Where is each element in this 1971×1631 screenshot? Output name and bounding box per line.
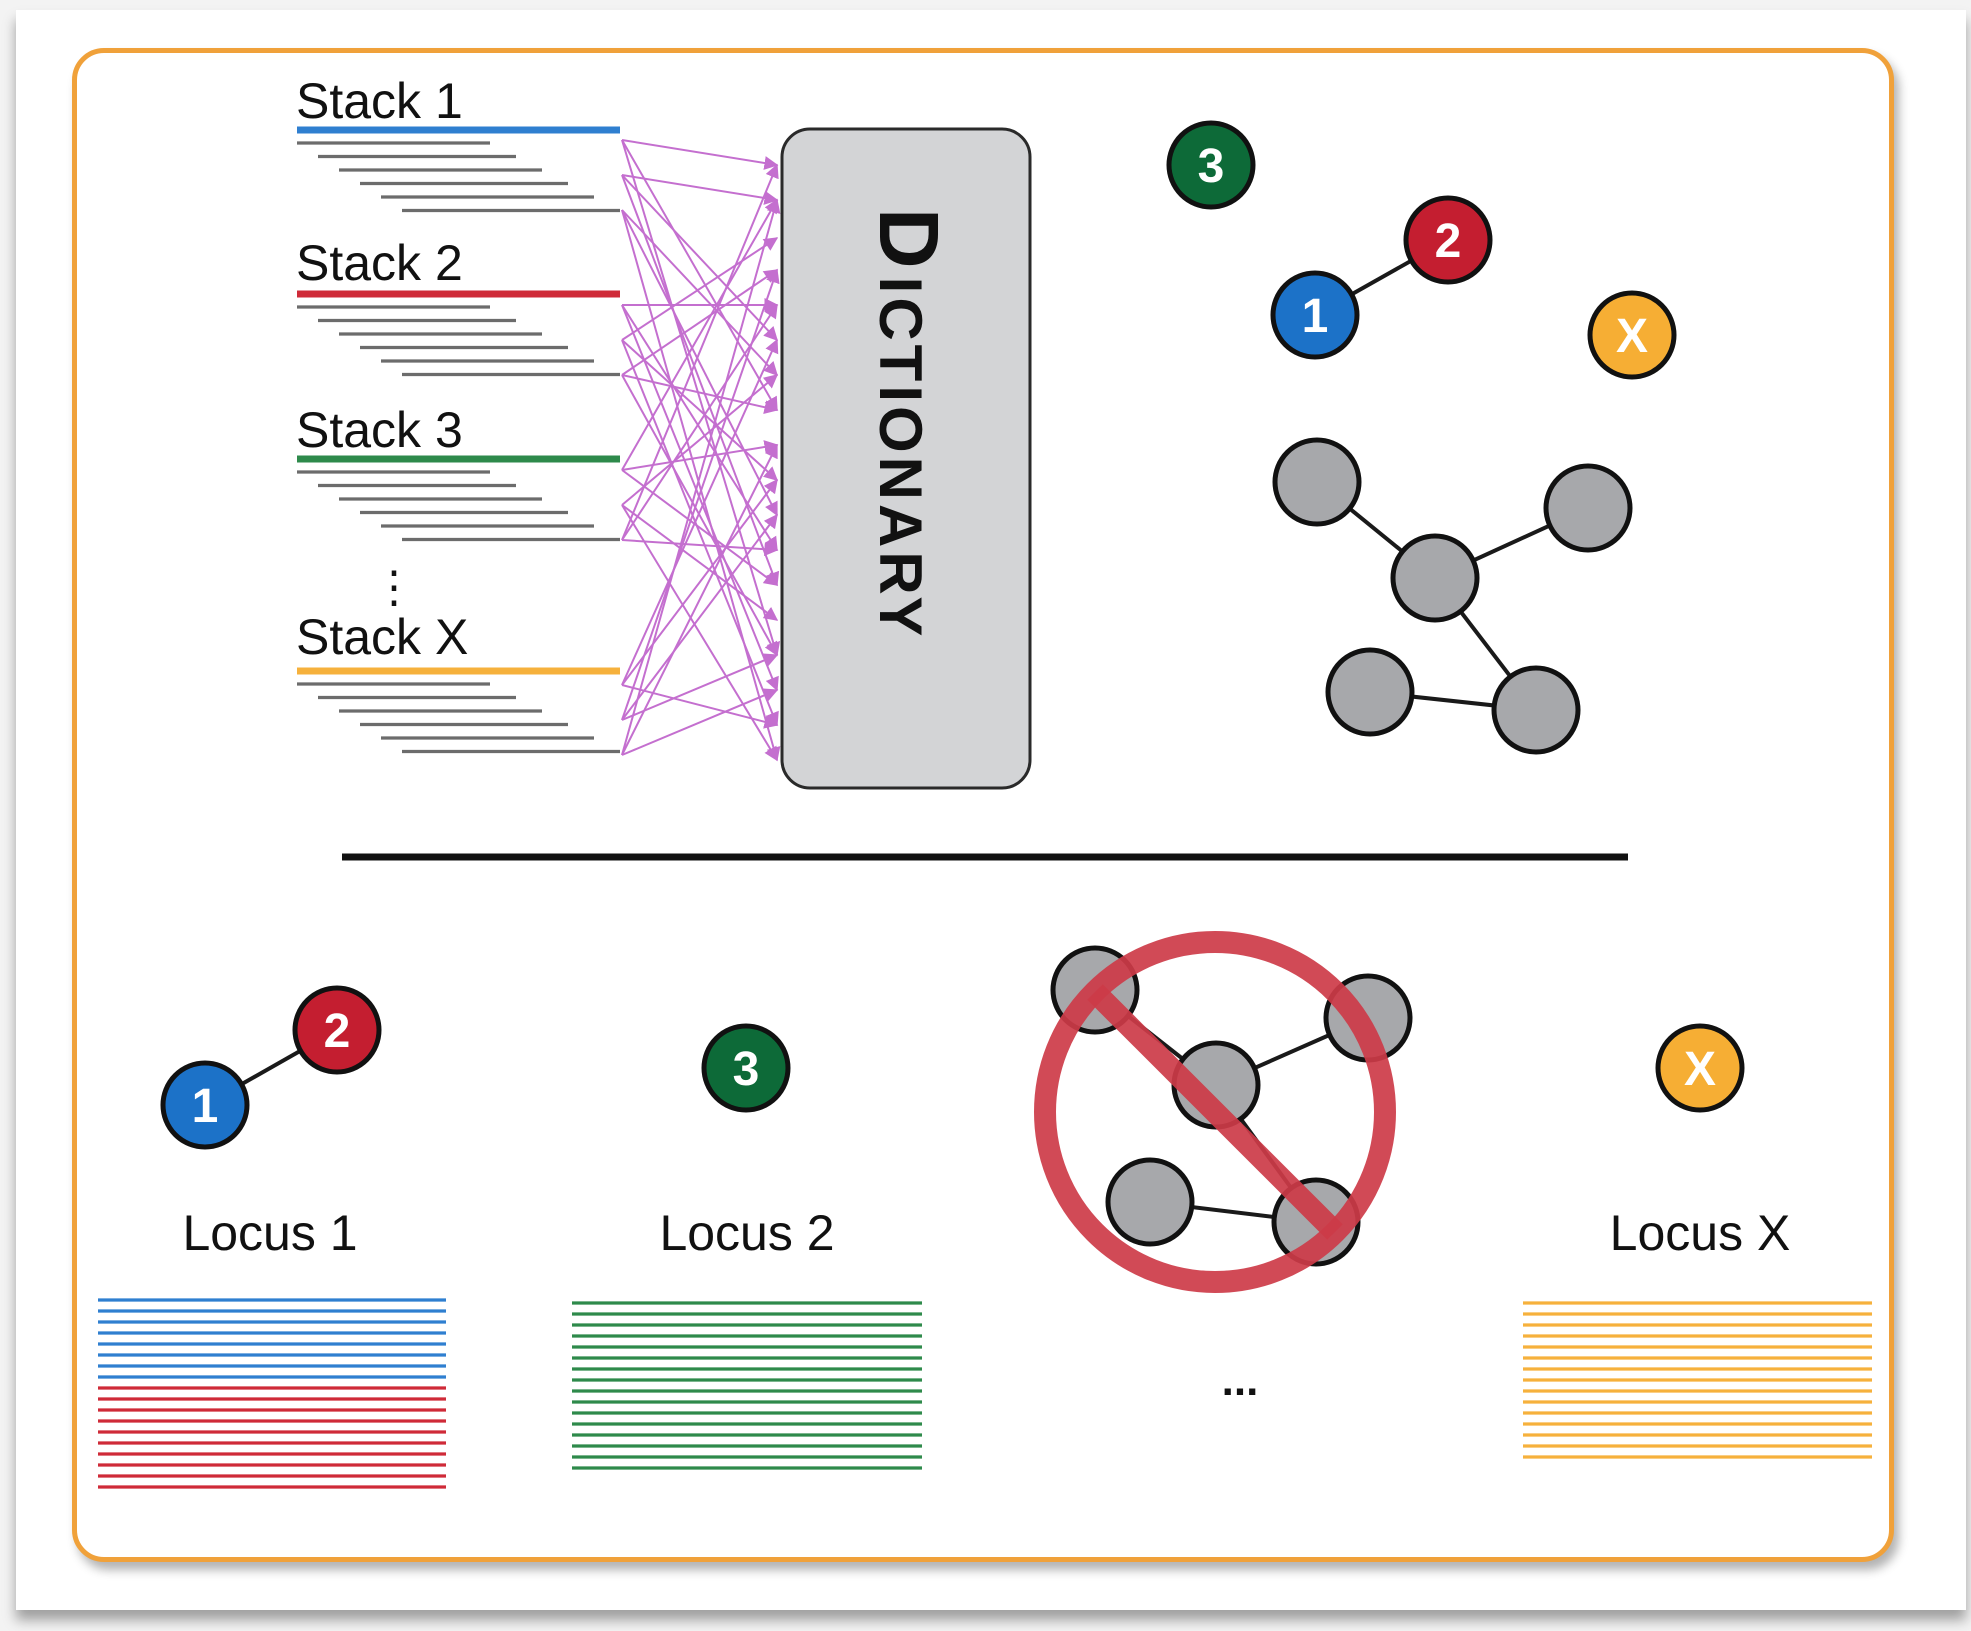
locus-2: 3 Locus 2 — [572, 1023, 922, 1470]
stack-x: Stack X — [296, 609, 620, 754]
node-1-label: 1 — [192, 1080, 219, 1133]
gray-node — [1390, 533, 1480, 623]
gray-node — [1325, 647, 1415, 737]
node-3 — [701, 1023, 791, 1113]
dictionary-box: DICTIONARY — [780, 127, 1032, 790]
stack-2-reads — [297, 305, 620, 377]
node-2 — [292, 985, 382, 1075]
arrow — [621, 269, 779, 376]
arrow — [621, 139, 781, 657]
arrow — [621, 209, 778, 517]
more-loci-ellipsis: ... — [1222, 1356, 1259, 1405]
arrow — [621, 513, 778, 721]
gray-node — [1491, 665, 1581, 755]
arrow — [621, 469, 779, 586]
arrow — [621, 688, 779, 756]
arrow — [621, 478, 778, 686]
dictionary-rect — [780, 127, 1032, 790]
node-2-label: 2 — [324, 1005, 351, 1058]
node-3-label: 3 — [1198, 140, 1225, 193]
stack-2: Stack 2 — [296, 235, 620, 377]
gray-node — [1272, 437, 1362, 527]
arrow — [621, 268, 780, 721]
locus-1-label: Locus 1 — [182, 1205, 357, 1261]
excluded-cluster: ... — [1034, 931, 1413, 1405]
arrow — [621, 374, 778, 657]
locus-2-reads — [572, 1301, 922, 1470]
node-x — [1587, 290, 1677, 380]
stack-3: Stack 3 — [296, 402, 620, 542]
arrow — [621, 339, 779, 727]
node-2-label: 2 — [1435, 215, 1462, 268]
stack-2-label: Stack 2 — [296, 235, 463, 291]
locus-x-reads — [1523, 1301, 1872, 1459]
prohibited-slash — [1087, 984, 1343, 1240]
gray-node — [1105, 1157, 1195, 1247]
node-3-label: 3 — [733, 1043, 760, 1096]
arrow — [621, 653, 779, 721]
gray-node — [1543, 463, 1633, 553]
locus-2-label: Locus 2 — [659, 1205, 834, 1261]
stack-x-label: Stack X — [296, 609, 468, 665]
arrow — [621, 139, 779, 170]
stack-3-label: Stack 3 — [296, 402, 463, 458]
stack-to-dictionary-arrows — [621, 139, 781, 762]
locus-x: X Locus X — [1523, 1023, 1872, 1459]
node-3 — [1166, 120, 1256, 210]
arrow — [621, 440, 779, 471]
arrow — [621, 338, 779, 686]
locus-1-reads — [98, 1298, 446, 1489]
stack-ellipsis: ⋮ — [372, 563, 416, 612]
stack-3-reads — [297, 470, 620, 542]
arrow — [621, 139, 778, 412]
arrow — [621, 198, 781, 756]
arrow — [621, 339, 779, 481]
stack-1-reads — [297, 141, 620, 213]
arrow — [621, 504, 779, 621]
arrow — [621, 374, 779, 415]
top-graph: 3 2 1 X — [1166, 120, 1677, 755]
locus-1: 2 1 Locus 1 — [98, 985, 446, 1489]
stack-1: Stack 1 — [296, 73, 620, 213]
arrow — [621, 198, 778, 471]
node-1 — [1270, 270, 1360, 360]
arrow — [621, 174, 780, 587]
stack-x-reads — [297, 682, 620, 754]
node-1-label: 1 — [1302, 290, 1329, 343]
arrow — [621, 304, 778, 552]
arrow — [621, 174, 779, 205]
arrow — [621, 174, 778, 342]
node-1 — [160, 1060, 250, 1150]
node-2 — [1403, 195, 1493, 285]
arrow — [621, 443, 778, 756]
arrow — [621, 209, 781, 762]
stack-1-label: Stack 1 — [296, 73, 463, 129]
arrow — [621, 237, 779, 341]
node-x-label: X — [1684, 1043, 1716, 1096]
arrow — [621, 163, 779, 541]
node-x — [1655, 1023, 1745, 1113]
prohibited-sign-icon — [1034, 931, 1396, 1293]
dictionary-label: DICTIONARY — [862, 208, 956, 640]
node-x-label: X — [1616, 310, 1648, 363]
locus-x-label: Locus X — [1610, 1205, 1791, 1261]
arrow — [621, 684, 779, 729]
